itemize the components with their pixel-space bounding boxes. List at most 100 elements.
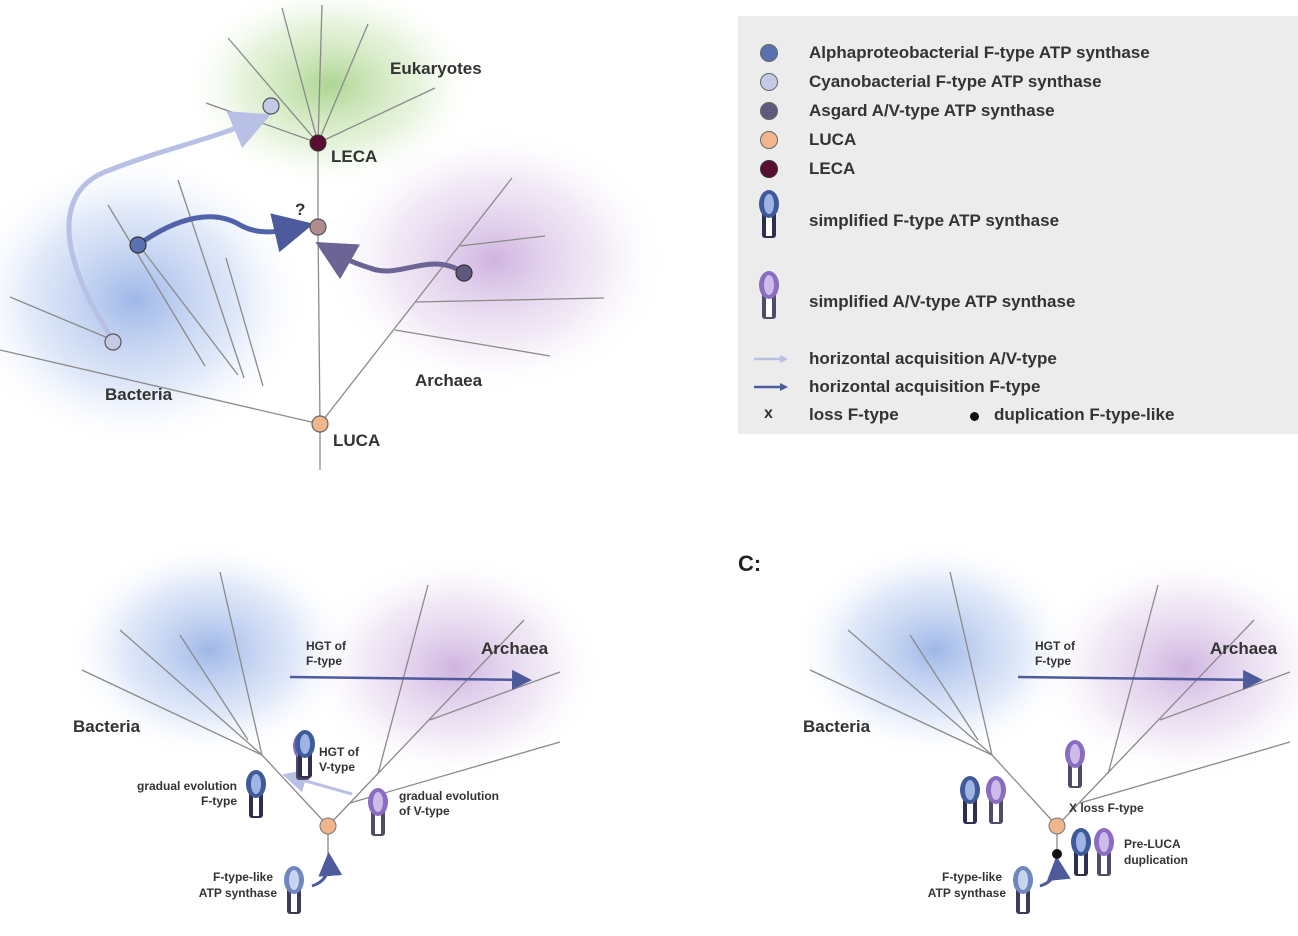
- legend-dup-text: duplication F-type-like: [994, 405, 1175, 424]
- legend-row-cyano: Cyanobacterial F-type ATP synthase: [738, 69, 1298, 95]
- label-hgt-f-b-1: HGT of: [306, 639, 347, 653]
- legend-row-asgard: Asgard A/V-type ATP synthase: [738, 98, 1298, 124]
- label-leca: LECA: [331, 147, 377, 166]
- arrow-hgt-f-b: [289, 669, 532, 690]
- alpha-node: [129, 236, 147, 254]
- label-hgt-f-b-2: F-type: [306, 654, 342, 668]
- synthase-icon-c-v1: [986, 776, 1006, 824]
- legend-loss-text: loss F-type: [809, 405, 899, 424]
- arrow-ftl-c: [1039, 856, 1071, 888]
- leca-node: [309, 134, 327, 152]
- label-archaea-a: Archaea: [415, 371, 483, 390]
- label-hgt-v-b-1: HGT of: [319, 745, 360, 759]
- synthase-icon-c-f2: [1071, 828, 1091, 876]
- panel-b: Bacteria Archaea HGT of F-type HGT of V-…: [65, 540, 605, 914]
- dark-arrow-icon: [754, 383, 788, 391]
- label-question: ?: [295, 200, 305, 219]
- label-loss-c: X loss F-type: [1069, 801, 1144, 815]
- legend-asgard-text: Asgard A/V-type ATP synthase: [809, 101, 1055, 120]
- legend-row-simplified-f: simplified F-type ATP synthase: [738, 190, 1298, 238]
- f-type-synthase-icon: [759, 190, 779, 238]
- label-bacteria-c: Bacteria: [803, 717, 871, 736]
- label-eukaryotes: Eukaryotes: [390, 59, 482, 78]
- legend-row-simplified-av: simplified A/V-type ATP synthase: [738, 271, 1298, 319]
- arrow-alpha-to-euk: [136, 213, 314, 253]
- legend-simplified-f-text: simplified F-type ATP synthase: [809, 211, 1060, 230]
- label-hgt-f-c-1: HGT of: [1035, 639, 1076, 653]
- label-hgt-f-c-2: F-type: [1035, 654, 1071, 668]
- luca-dot-icon: [760, 131, 778, 149]
- label-ftl-b-2: ATP synthase: [199, 886, 278, 900]
- legend-simplified-av-text: simplified A/V-type ATP synthase: [809, 292, 1076, 311]
- synthase-icon-c-f1: [960, 776, 980, 824]
- arrow-ftl-b: [311, 852, 343, 888]
- arrow-asgard-to-euk: [315, 242, 466, 280]
- legend-horiz-av-text: horizontal acquisition A/V-type: [809, 349, 1057, 368]
- synthase-icon-c-v2: [1065, 740, 1085, 788]
- legend: Alphaproteobacterial F-type ATP synthase…: [738, 16, 1298, 434]
- label-ftl-c-1: F-type-like: [942, 870, 1002, 884]
- label-luca-a: LUCA: [333, 431, 380, 450]
- label-ftl-c-2: ATP synthase: [928, 886, 1007, 900]
- label-archaea-c: Archaea: [1210, 639, 1278, 658]
- archaea-cloud-b: [305, 553, 605, 783]
- legend-cyano-text: Cyanobacterial F-type ATP synthase: [809, 72, 1102, 91]
- legend-row-leca: LECA: [738, 156, 1298, 182]
- synthase-icon-hgt-v-b2: [295, 730, 315, 778]
- archaea-cloud: [320, 125, 670, 395]
- panel-a: Eukaryotes LECA ? Bacteria Archaea LUCA: [0, 0, 670, 470]
- label-grad-f-b-1: gradual evolution: [137, 779, 237, 793]
- legend-row-luca: LUCA: [738, 127, 1298, 153]
- tree-c: [809, 571, 1291, 876]
- cyano-dot-icon: [760, 73, 778, 91]
- tree-a: [0, 4, 605, 470]
- cyano-node-euk: [262, 97, 280, 115]
- leca-dot-icon: [760, 160, 778, 178]
- duplication-dot-c: [1052, 849, 1062, 859]
- bacteria-cloud-b: [65, 540, 355, 760]
- light-arrow-icon: [754, 355, 788, 363]
- label-pre-c-2: duplication: [1124, 853, 1188, 867]
- label-grad-f-b-2: F-type: [201, 794, 237, 808]
- loss-x-icon: x: [764, 405, 773, 422]
- panel-c-label: C:: [738, 551, 762, 576]
- arrow-cyano-to-euk: [66, 111, 272, 342]
- panel-c: Bacteria Archaea HGT of F-type X loss F-…: [790, 540, 1298, 914]
- asgard-dot-icon: [760, 102, 778, 120]
- label-hgt-v-b-2: V-type: [319, 760, 355, 774]
- alpha-dot-icon: [760, 44, 778, 62]
- label-bacteria-a: Bacteria: [105, 385, 173, 404]
- synthase-icon-c-v3: [1094, 828, 1114, 876]
- legend-leca-text: LECA: [809, 159, 856, 178]
- mystery-node: [309, 218, 327, 236]
- av-type-synthase-icon: [759, 271, 779, 319]
- synthase-icon-ftl-b: [284, 866, 304, 914]
- label-grad-v-b-1: gradual evolution: [399, 789, 499, 803]
- luca-node-b: [319, 817, 337, 835]
- duplication-dot-icon: [970, 412, 979, 421]
- luca-node-c: [1048, 817, 1066, 835]
- cyano-node-bac: [104, 333, 122, 351]
- synthase-icon-ftl-c: [1013, 866, 1033, 914]
- bacteria-cloud-c: [790, 540, 1080, 760]
- label-pre-c-1: Pre-LUCA: [1124, 837, 1181, 851]
- label-archaea-b: Archaea: [481, 639, 549, 658]
- legend-row-loss-dup: x loss F-type duplication F-type-like: [738, 402, 1298, 428]
- archaea-cloud-c: [1035, 553, 1298, 783]
- legend-horiz-f-text: horizontal acquisition F-type: [809, 377, 1041, 396]
- label-ftl-b-1: F-type-like: [213, 870, 273, 884]
- label-grad-v-b-2: of V-type: [399, 804, 450, 818]
- synthase-icon-grad-v-b: [368, 788, 388, 836]
- label-bacteria-b: Bacteria: [73, 717, 141, 736]
- luca-node: [311, 415, 329, 433]
- legend-row-alpha: Alphaproteobacterial F-type ATP synthase: [738, 40, 1298, 66]
- legend-row-horiz-av: horizontal acquisition A/V-type: [738, 346, 1298, 372]
- legend-row-horiz-f: horizontal acquisition F-type: [738, 374, 1298, 400]
- synthase-icon-grad-f-b: [246, 770, 266, 818]
- bacteria-cloud: [0, 150, 310, 450]
- legend-luca-text: LUCA: [809, 130, 857, 149]
- arrow-hgt-f-c: [1017, 669, 1263, 690]
- asgard-node: [455, 264, 473, 282]
- legend-alpha-text: Alphaproteobacterial F-type ATP synthase: [809, 43, 1150, 62]
